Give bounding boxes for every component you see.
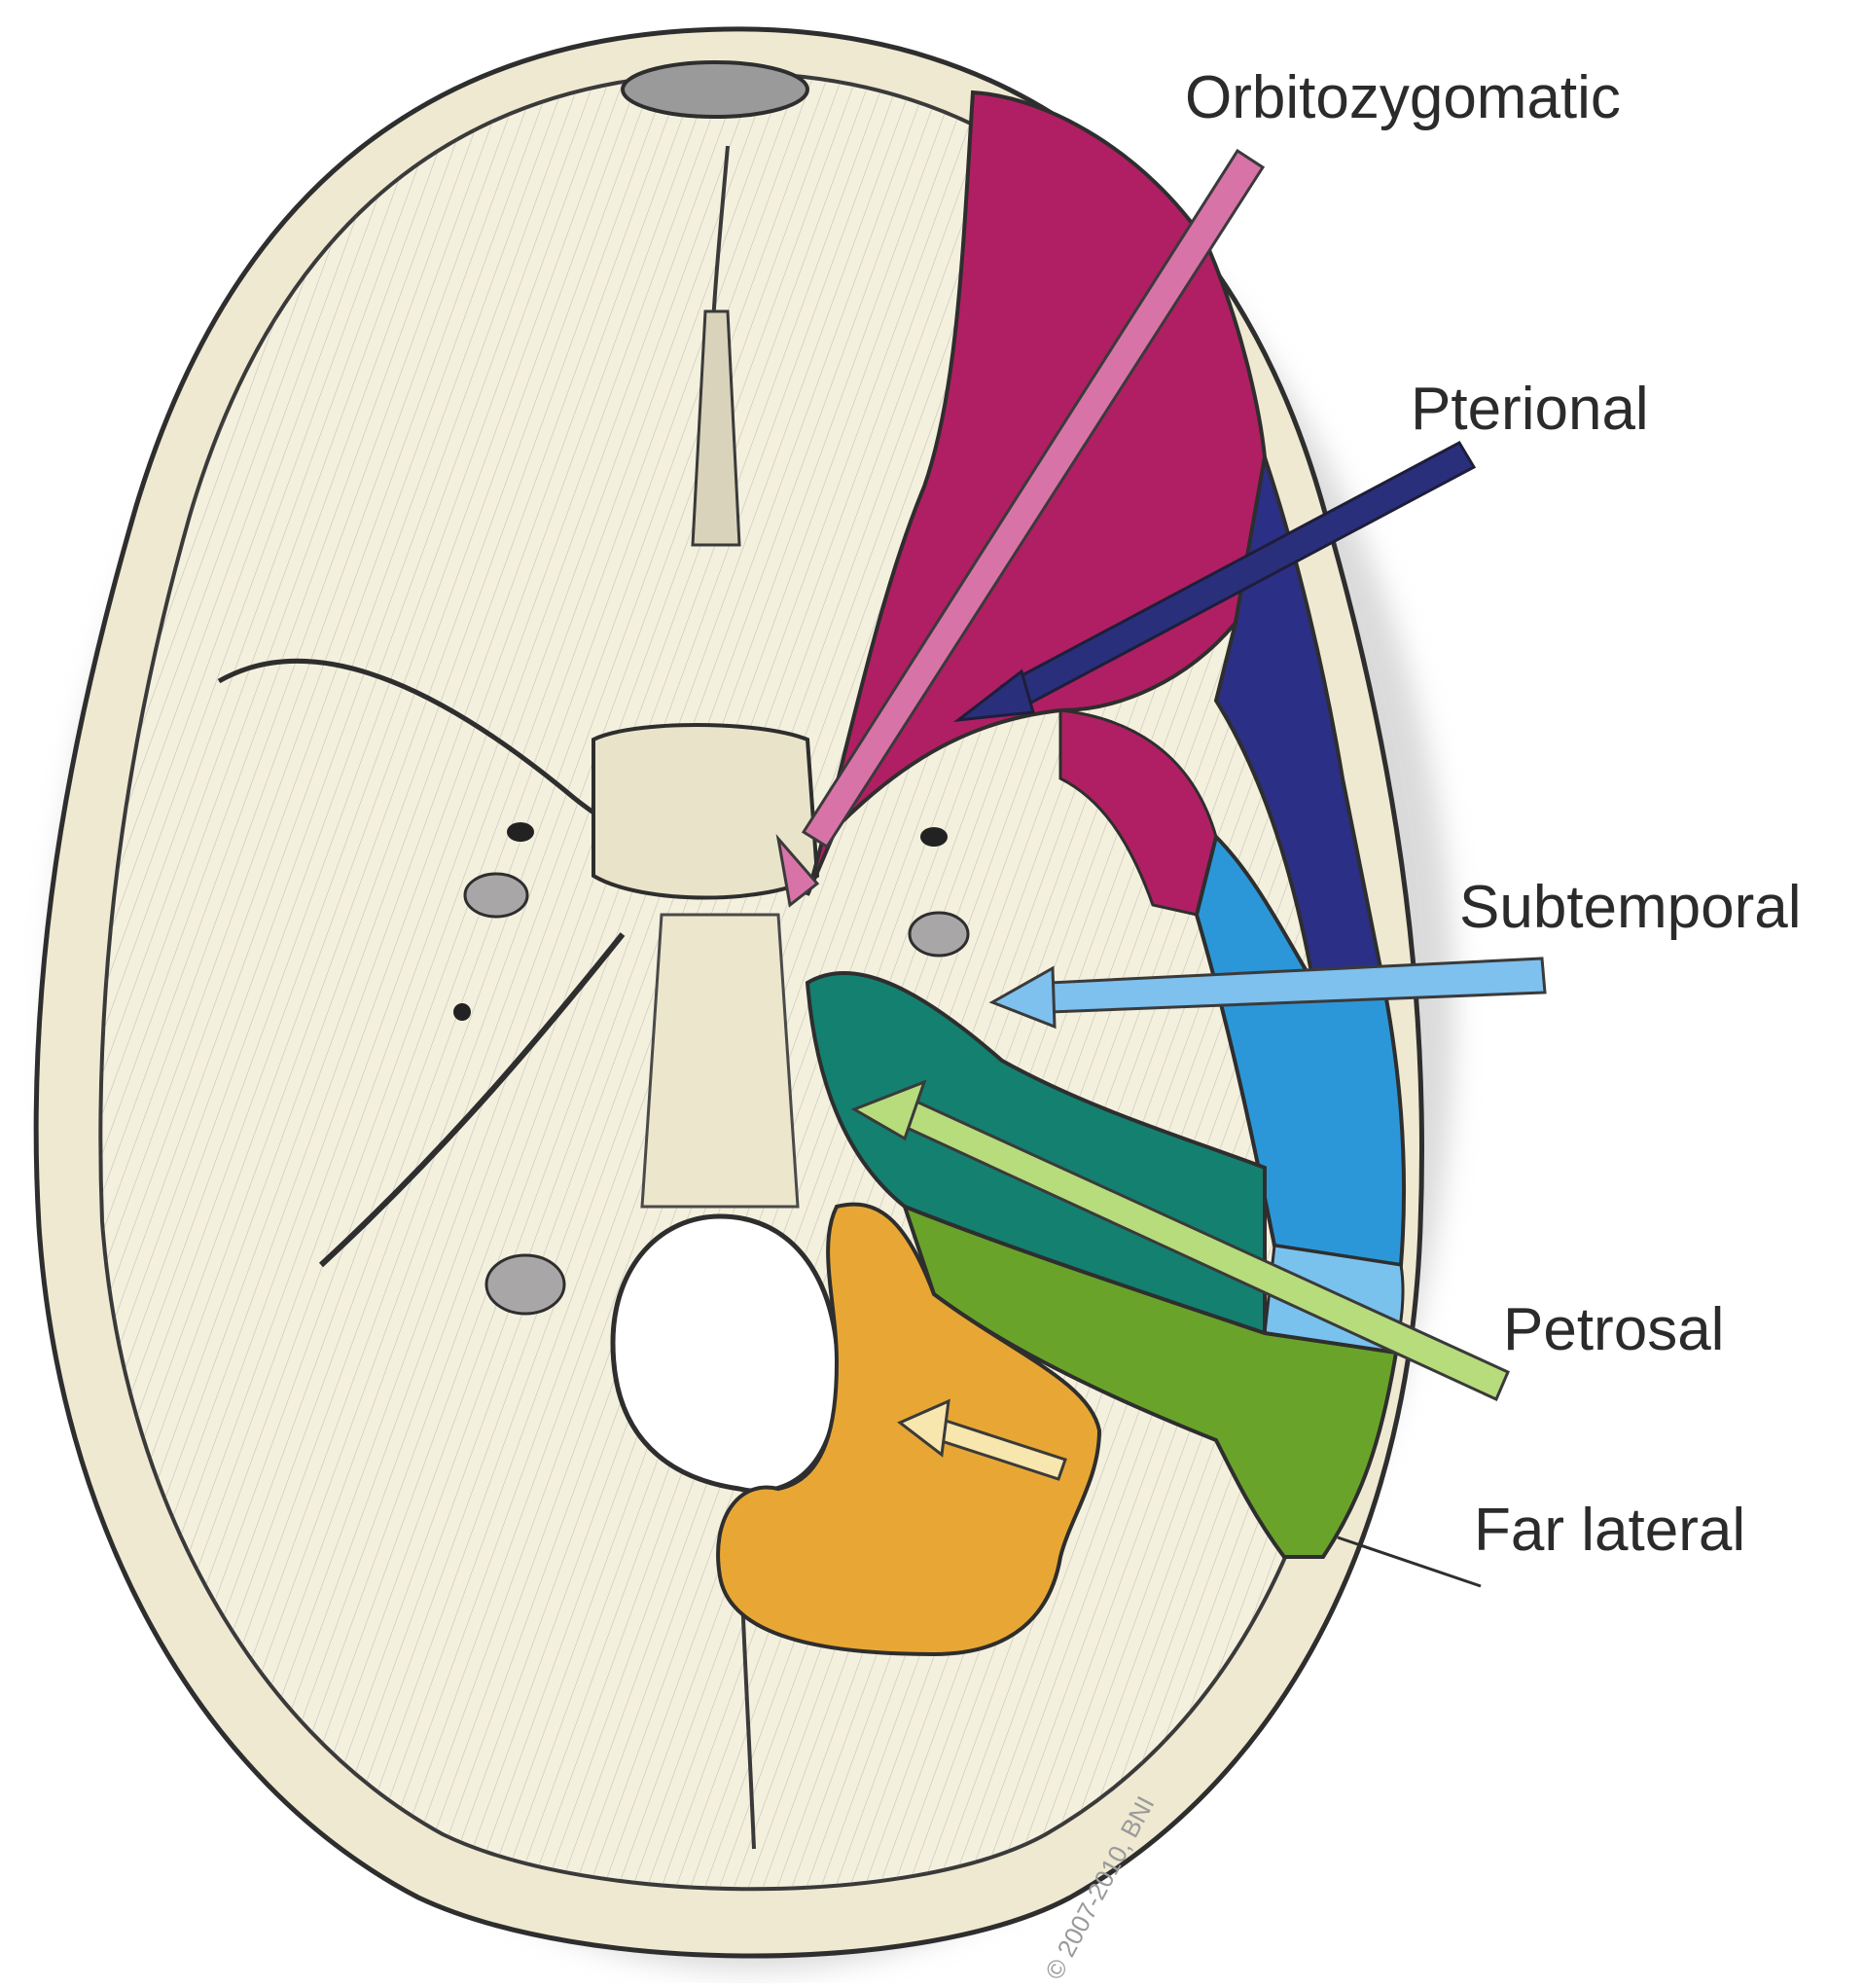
left-foramen-spinosum (453, 1003, 471, 1021)
label-far-lateral: Far lateral (1474, 1500, 1745, 1561)
label-subtemporal: Subtemporal (1459, 878, 1802, 938)
left-jugular-foramen (486, 1255, 564, 1314)
clivus (642, 915, 798, 1207)
label-orbitozygomatic: Orbitozygomatic (1185, 68, 1621, 128)
right-foramen-ovale (910, 913, 968, 956)
frontal-sinus (623, 62, 807, 117)
right-foramen-rotundum (920, 827, 948, 847)
label-pterional: Pterional (1411, 380, 1649, 440)
far-lateral-leader (1338, 1537, 1481, 1586)
label-petrosal: Petrosal (1503, 1300, 1724, 1360)
left-foramen-ovale (465, 874, 527, 917)
left-foramen-rotundum (507, 822, 534, 842)
